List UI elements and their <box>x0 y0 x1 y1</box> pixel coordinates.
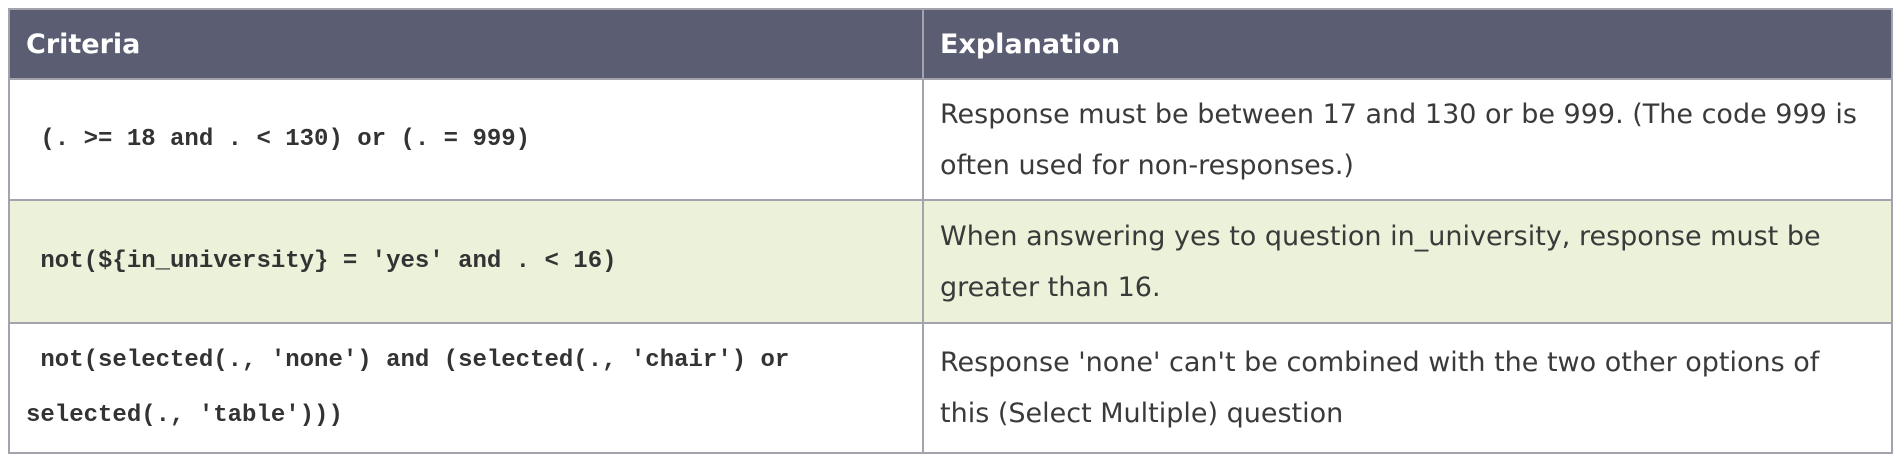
criteria-cell: (. >= 18 and . < 130) or (. = 999) <box>8 78 924 201</box>
table-row: not(selected(., 'none') and (selected(.,… <box>8 322 1893 454</box>
table-row: not(${in_university} = 'yes' and . < 16)… <box>8 199 1893 324</box>
validation-criteria-table-container: Criteria Explanation (. >= 18 and . < 13… <box>8 8 1893 454</box>
explanation-text: Response 'none' can't be combined with t… <box>940 347 1820 429</box>
criteria-cell: not(${in_university} = 'yes' and . < 16) <box>8 199 924 324</box>
table-row: (. >= 18 and . < 130) or (. = 999) Respo… <box>8 78 1893 201</box>
column-header-explanation: Explanation <box>922 8 1893 80</box>
explanation-text: Response must be between 17 and 130 or b… <box>940 98 1857 181</box>
explanation-cell: Response must be between 17 and 130 or b… <box>922 78 1893 201</box>
explanation-cell: Response 'none' can't be combined with t… <box>922 322 1893 454</box>
criteria-expression: not(selected(., 'none') and (selected(.,… <box>26 347 804 429</box>
criteria-cell: not(selected(., 'none') and (selected(.,… <box>8 322 924 454</box>
explanation-cell: When answering yes to question in_univer… <box>922 199 1893 324</box>
criteria-expression: (. >= 18 and . < 130) or (. = 999) <box>26 126 531 153</box>
table-body: (. >= 18 and . < 130) or (. = 999) Respo… <box>8 78 1893 454</box>
column-header-criteria: Criteria <box>8 8 924 80</box>
criteria-expression: not(${in_university} = 'yes' and . < 16) <box>26 248 617 275</box>
table-header: Criteria Explanation <box>8 8 1893 80</box>
validation-criteria-table: Criteria Explanation (. >= 18 and . < 13… <box>8 8 1893 454</box>
explanation-text: When answering yes to question in_univer… <box>940 220 1821 303</box>
header-row: Criteria Explanation <box>8 8 1893 80</box>
